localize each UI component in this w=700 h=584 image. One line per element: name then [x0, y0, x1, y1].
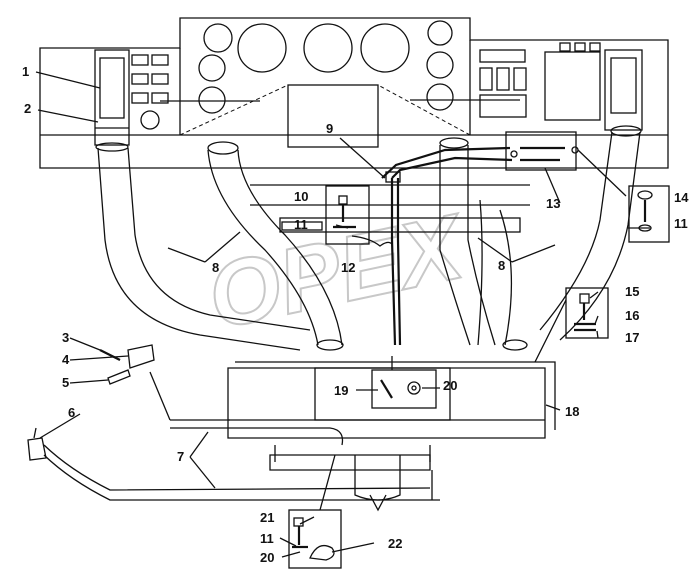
callout-leaders — [35, 71, 650, 558]
wiring-harness — [351, 146, 513, 346]
callout-22: 22 — [388, 536, 402, 551]
air-ducts — [95, 125, 642, 351]
callout-18: 18 — [565, 404, 579, 419]
callout-8-left: 8 — [212, 260, 219, 275]
left-display-unit — [94, 49, 130, 146]
callout-5: 5 — [62, 375, 69, 390]
detail-box-clamp — [288, 454, 342, 569]
callout-8-right: 8 — [498, 258, 505, 273]
callout-13: 13 — [546, 196, 560, 211]
coolant-hose — [27, 419, 440, 501]
callout-7: 7 — [177, 449, 184, 464]
control-module — [505, 131, 579, 171]
callout-6: 6 — [68, 405, 75, 420]
callout-15: 15 — [625, 284, 639, 299]
detail-box-bolt-stack — [534, 287, 609, 363]
callout-16: 16 — [625, 308, 639, 323]
callout-11-a: 11 — [294, 217, 308, 232]
callout-11-b: 11 — [674, 216, 688, 231]
callout-10: 10 — [294, 189, 308, 204]
detail-box-right-screw — [628, 185, 670, 243]
mounting-bracket — [250, 184, 530, 233]
right-display-unit — [604, 49, 643, 131]
callout-1: 1 — [22, 64, 29, 79]
callout-11-c: 11 — [260, 531, 274, 546]
callout-3: 3 — [62, 330, 69, 345]
dashboard-panel — [39, 17, 669, 169]
callout-21: 21 — [260, 510, 274, 525]
detail-box-screw-washer — [371, 356, 437, 409]
callout-2: 2 — [24, 101, 31, 116]
callout-labels: 1 2 3 4 5 6 7 8 8 9 10 11 12 13 14 11 15… — [22, 64, 689, 565]
lever-assembly — [99, 344, 171, 421]
callout-12: 12 — [341, 260, 355, 275]
callout-20-b: 20 — [260, 550, 274, 565]
callout-14: 14 — [674, 190, 689, 205]
callout-9: 9 — [326, 121, 333, 136]
callout-4: 4 — [62, 352, 70, 367]
callout-17: 17 — [625, 330, 639, 345]
callout-20-a: 20 — [443, 378, 457, 393]
callout-19: 19 — [334, 383, 348, 398]
